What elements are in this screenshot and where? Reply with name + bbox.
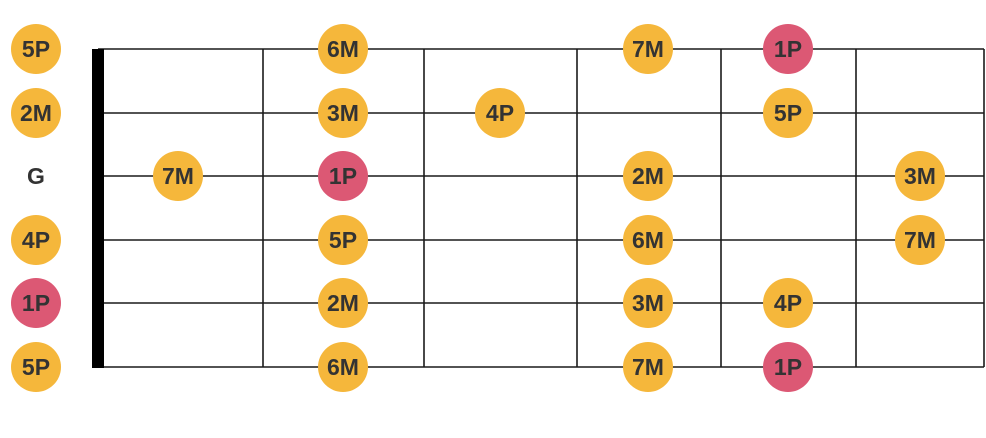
open-note-string-4: 4P: [11, 215, 61, 265]
note-dot: [153, 151, 203, 201]
note-label: 1P: [329, 163, 357, 189]
root-note-dot: [763, 24, 813, 74]
note-marker: 7M: [895, 215, 945, 265]
fretboard-grid: [92, 48, 985, 368]
note-marker: 6M: [318, 342, 368, 392]
note-dot: [623, 151, 673, 201]
note-label: 2M: [632, 163, 664, 189]
open-note-string-1: 5P: [11, 24, 61, 74]
note-dot: [623, 342, 673, 392]
note-marker: 3M: [318, 88, 368, 138]
open-note-string-6: 5P: [11, 342, 61, 392]
note-label: 5P: [329, 227, 357, 253]
fretted-notes: 6M 7M 1P 3M 4P 5P 7M 1P 2M 3M 5P 6M 7M 2M 3M 4P 6M 7M 1P: [153, 24, 945, 392]
note-label: 6M: [327, 36, 359, 62]
note-marker: 1P: [763, 24, 813, 74]
note-label: 7M: [904, 227, 936, 253]
note-label: 7M: [632, 354, 664, 380]
note-marker: 7M: [623, 24, 673, 74]
note-label: 4P: [486, 100, 514, 126]
open-note-dot: [11, 88, 61, 138]
note-dot: [623, 24, 673, 74]
open-note-label: 4P: [22, 227, 50, 253]
note-dot: [623, 215, 673, 265]
note-dot: [318, 88, 368, 138]
note-dot: [318, 342, 368, 392]
note-dot: [623, 278, 673, 328]
open-note-label: G: [27, 163, 45, 189]
note-label: 4P: [774, 290, 802, 316]
note-dot: [763, 88, 813, 138]
note-dot: [318, 215, 368, 265]
note-dot: [895, 215, 945, 265]
note-marker: 1P: [318, 151, 368, 201]
note-label: 7M: [162, 163, 194, 189]
note-marker: 4P: [763, 278, 813, 328]
root-note-dot: [318, 151, 368, 201]
note-label: 1P: [774, 36, 802, 62]
open-note-label: 1P: [22, 290, 50, 316]
note-marker: 1P: [763, 342, 813, 392]
note-marker: 3M: [895, 151, 945, 201]
note-marker: 2M: [623, 151, 673, 201]
note-dot: [895, 151, 945, 201]
note-label: 5P: [774, 100, 802, 126]
open-note-dot: [11, 342, 61, 392]
note-label: 2M: [327, 290, 359, 316]
note-label: 6M: [632, 227, 664, 253]
note-marker: 2M: [318, 278, 368, 328]
note-marker: 4P: [475, 88, 525, 138]
note-label: 3M: [327, 100, 359, 126]
root-note-dot: [763, 342, 813, 392]
note-marker: 6M: [318, 24, 368, 74]
open-note-dot: [11, 215, 61, 265]
open-note-string-5: 1P: [11, 278, 61, 328]
open-note-label: 2M: [20, 100, 52, 126]
open-string-notes: 5P 2M G 4P 1P 5P: [11, 24, 61, 392]
note-dot: [318, 278, 368, 328]
note-label: 3M: [904, 163, 936, 189]
note-label: 7M: [632, 36, 664, 62]
open-note-label: 5P: [22, 36, 50, 62]
open-note-string-2: 2M: [11, 88, 61, 138]
note-dot: [318, 24, 368, 74]
note-marker: 6M: [623, 215, 673, 265]
note-dot: [475, 88, 525, 138]
open-note-dot: [11, 24, 61, 74]
note-marker: 7M: [623, 342, 673, 392]
open-note-dot: [11, 278, 61, 328]
note-marker: 3M: [623, 278, 673, 328]
note-marker: 7M: [153, 151, 203, 201]
note-label: 3M: [632, 290, 664, 316]
note-dot: [763, 278, 813, 328]
open-note-label: 5P: [22, 354, 50, 380]
note-marker: 5P: [763, 88, 813, 138]
note-marker: 5P: [318, 215, 368, 265]
note-label: 6M: [327, 354, 359, 380]
note-label: 1P: [774, 354, 802, 380]
nut: [92, 49, 104, 368]
open-note-string-3: G: [27, 163, 45, 189]
